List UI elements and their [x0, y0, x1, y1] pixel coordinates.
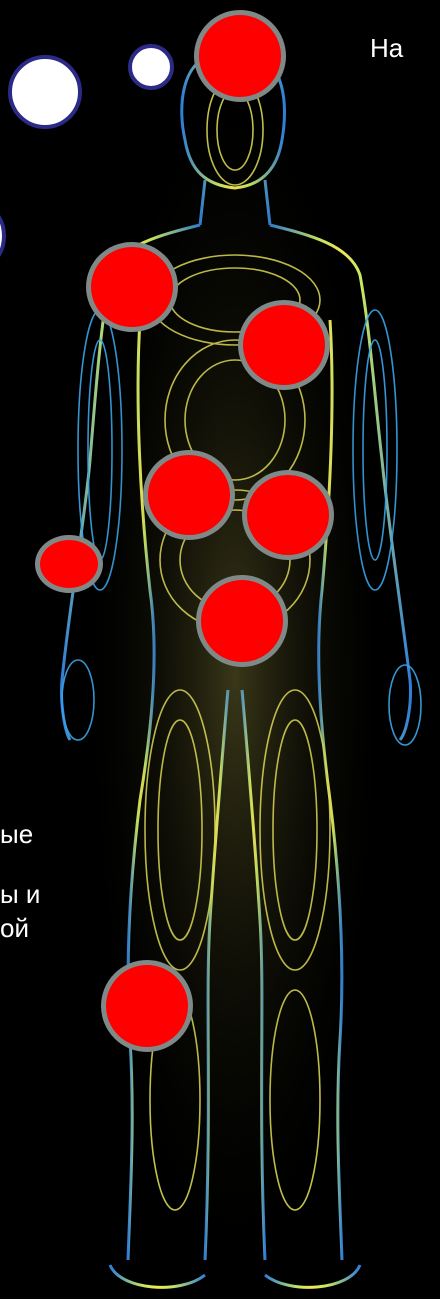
knee-marker[interactable]	[101, 960, 193, 1052]
text-fragment-line-2: ы и	[0, 880, 40, 910]
text-fragment-line-3: ой	[0, 914, 29, 944]
forearm-marker[interactable]	[35, 535, 103, 593]
right-abdomen-marker[interactable]	[242, 470, 334, 560]
chest-marker[interactable]	[238, 300, 330, 390]
text-fragment-line-1: ые	[0, 820, 33, 850]
decor-dot-small	[128, 44, 174, 90]
heading-fragment: На	[370, 34, 403, 64]
left-abdomen-marker[interactable]	[143, 450, 235, 540]
decor-dot-large	[8, 55, 82, 129]
right-shoulder-marker[interactable]	[86, 242, 178, 332]
head-marker[interactable]	[194, 10, 286, 102]
pelvis-marker[interactable]	[196, 575, 288, 667]
